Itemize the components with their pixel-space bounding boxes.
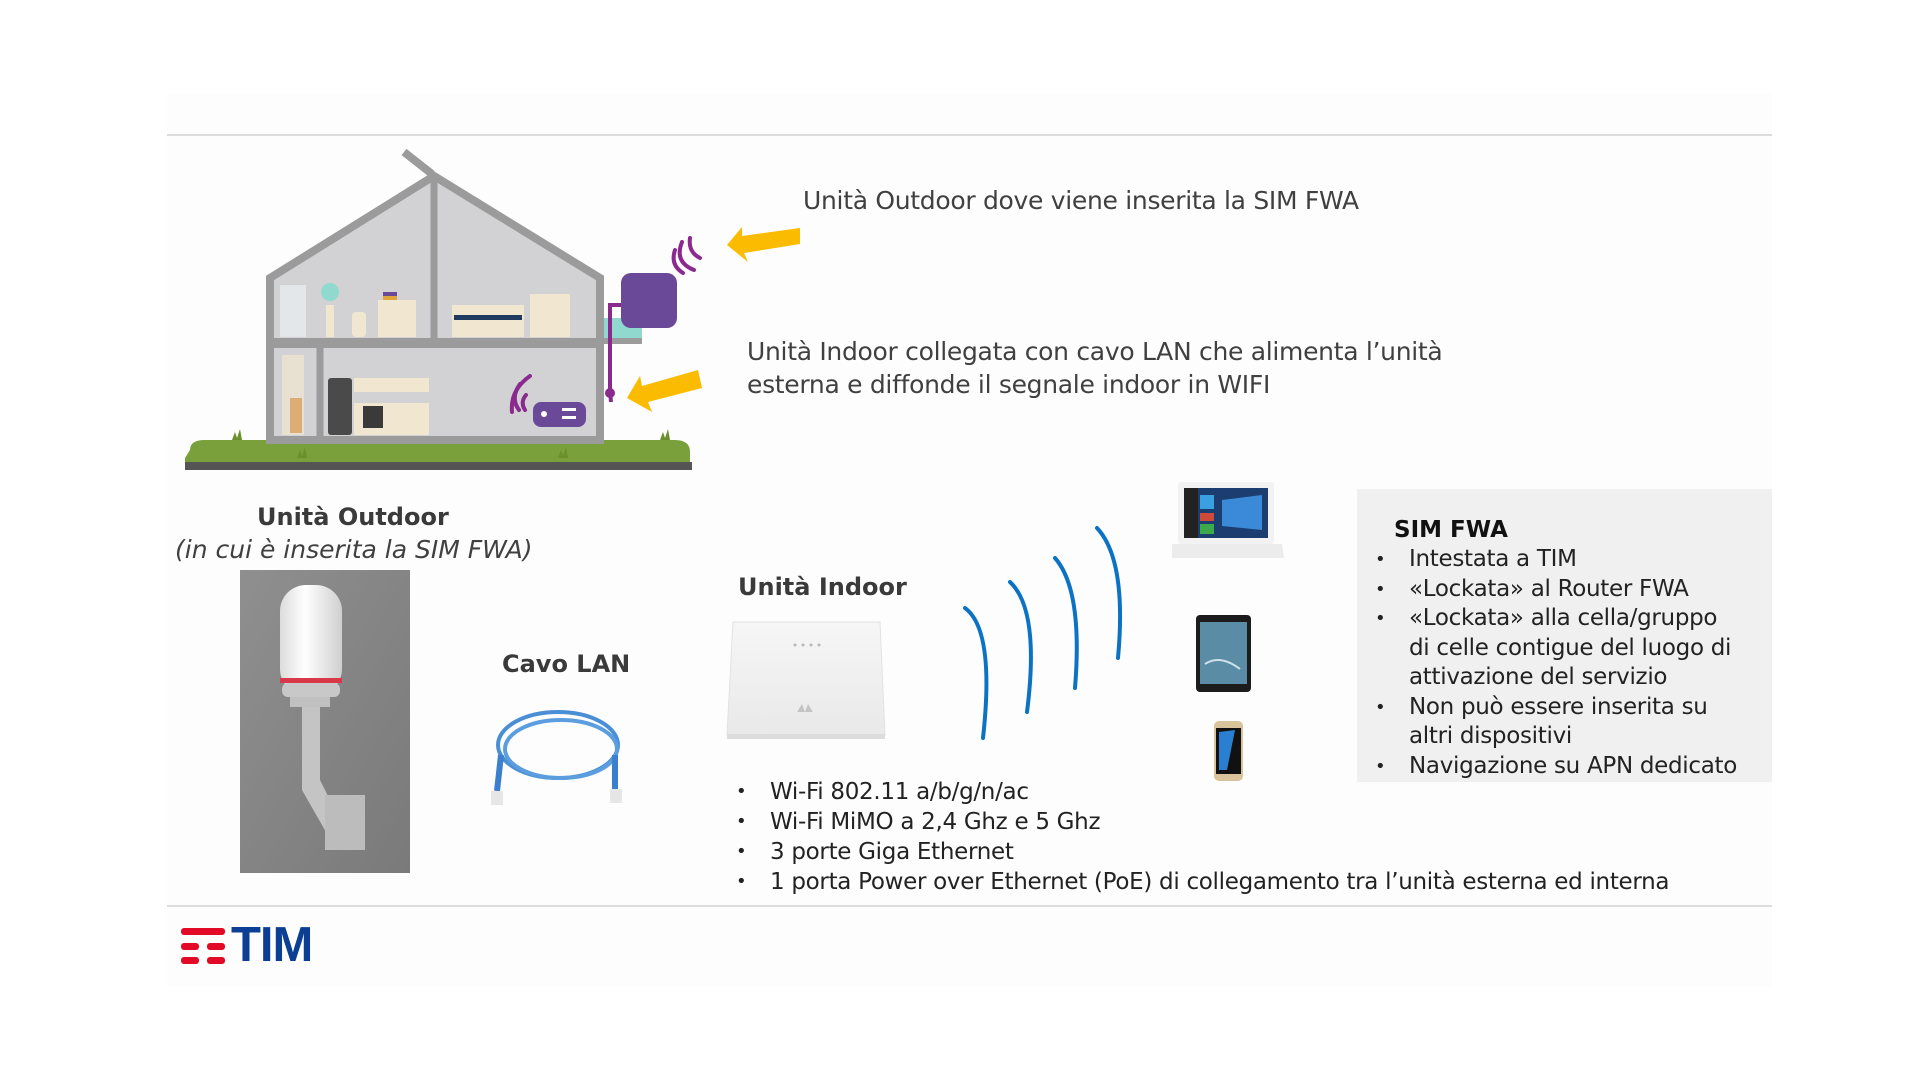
- huawei-logo-icon: [797, 704, 813, 712]
- indoor-features-list: Wi-Fi 802.11 a/b/g/n/ac Wi-Fi MiMO a 2,4…: [736, 777, 1670, 897]
- grass-tufts: [232, 429, 670, 458]
- indoor-router-icon: [533, 402, 586, 427]
- sim-fwa-item: Non può essere inserita su altri disposi…: [1375, 693, 1739, 752]
- sim-fwa-item: Intestata a TIM: [1375, 545, 1739, 575]
- lan-cable-image: [491, 710, 622, 805]
- roof-chimney: [401, 148, 435, 178]
- toilet: [352, 312, 366, 337]
- wifi-arc-1: [963, 606, 989, 740]
- feature-item: Wi-Fi 802.11 a/b/g/n/ac: [736, 777, 1669, 807]
- sim-fwa-item: Navigazione su APN dedicato: [1375, 752, 1739, 782]
- callout-indoor-line1: Unità Indoor collegata con cavo LAN che …: [747, 337, 1443, 366]
- cabinet-upper: [354, 378, 429, 392]
- top-divider: [167, 134, 1772, 136]
- wifi-signal-icon: [963, 526, 1123, 740]
- wifi-arc-4: [1095, 526, 1123, 660]
- smartphone-icon: [1214, 721, 1243, 781]
- wall-bracket: [325, 795, 365, 850]
- ladder: [290, 398, 302, 433]
- fridge: [328, 378, 352, 435]
- tablet-icon: [1196, 615, 1251, 692]
- shower: [280, 285, 306, 337]
- outdoor-wifi-icon: [671, 236, 702, 275]
- feature-item: 3 porte Giga Ethernet: [736, 837, 1669, 867]
- bed: [452, 305, 524, 337]
- antenna-cylinder: [280, 585, 342, 695]
- sim-fwa-title: SIM FWA: [1394, 517, 1508, 543]
- sim-fwa-panel: SIM FWA Intestata a TIM «Lockata» al Rou…: [1357, 489, 1772, 782]
- tim-logo: TIM: [181, 919, 326, 971]
- wardrobe: [530, 294, 570, 337]
- mount-arm: [302, 707, 340, 832]
- mirror: [321, 283, 339, 301]
- cable-title: Cavo LAN: [502, 650, 631, 678]
- wifi-arc-2: [1008, 580, 1033, 714]
- sink: [326, 305, 334, 337]
- indoor-wifi-icon: [509, 374, 532, 414]
- feature-item: 1 porta Power over Ethernet (PoE) di col…: [736, 867, 1670, 897]
- sim-fwa-item: «Lockata» alla cella/gruppo di celle con…: [1375, 604, 1739, 693]
- arrow-outdoor-icon: [727, 227, 800, 262]
- outdoor-unit-photo: [240, 570, 410, 873]
- rj45-left: [491, 791, 503, 805]
- arrow-indoor-icon: [627, 370, 702, 412]
- feature-item: Wi-Fi MiMO a 2,4 Ghz e 5 Ghz: [736, 807, 1669, 837]
- indoor-unit-title: Unità Indoor: [738, 573, 907, 601]
- house-illustration: [185, 148, 702, 470]
- outdoor-unit-title: Unità Outdoor: [257, 503, 449, 531]
- tim-logo-text: TIM: [231, 918, 313, 972]
- bottom-divider: [167, 905, 1772, 907]
- outdoor-unit-icon: [621, 273, 677, 328]
- callout-outdoor: Unità Outdoor dove viene inserita la SIM…: [803, 186, 1359, 215]
- sim-fwa-item: «Lockata» al Router FWA: [1375, 575, 1739, 605]
- tim-stripes-icon: [181, 928, 225, 964]
- oven: [363, 406, 383, 428]
- rj45-right: [610, 789, 622, 803]
- dresser: [378, 300, 416, 337]
- indoor-router-image: [726, 621, 886, 739]
- callout-indoor-line2: esterna e diffonde il segnale indoor in …: [747, 370, 1271, 399]
- outdoor-unit-subtitle: (in cui è inserita la SIM FWA): [175, 535, 533, 564]
- ground-base: [185, 462, 692, 470]
- wifi-arc-3: [1053, 556, 1079, 690]
- laptop-icon: [1172, 482, 1284, 558]
